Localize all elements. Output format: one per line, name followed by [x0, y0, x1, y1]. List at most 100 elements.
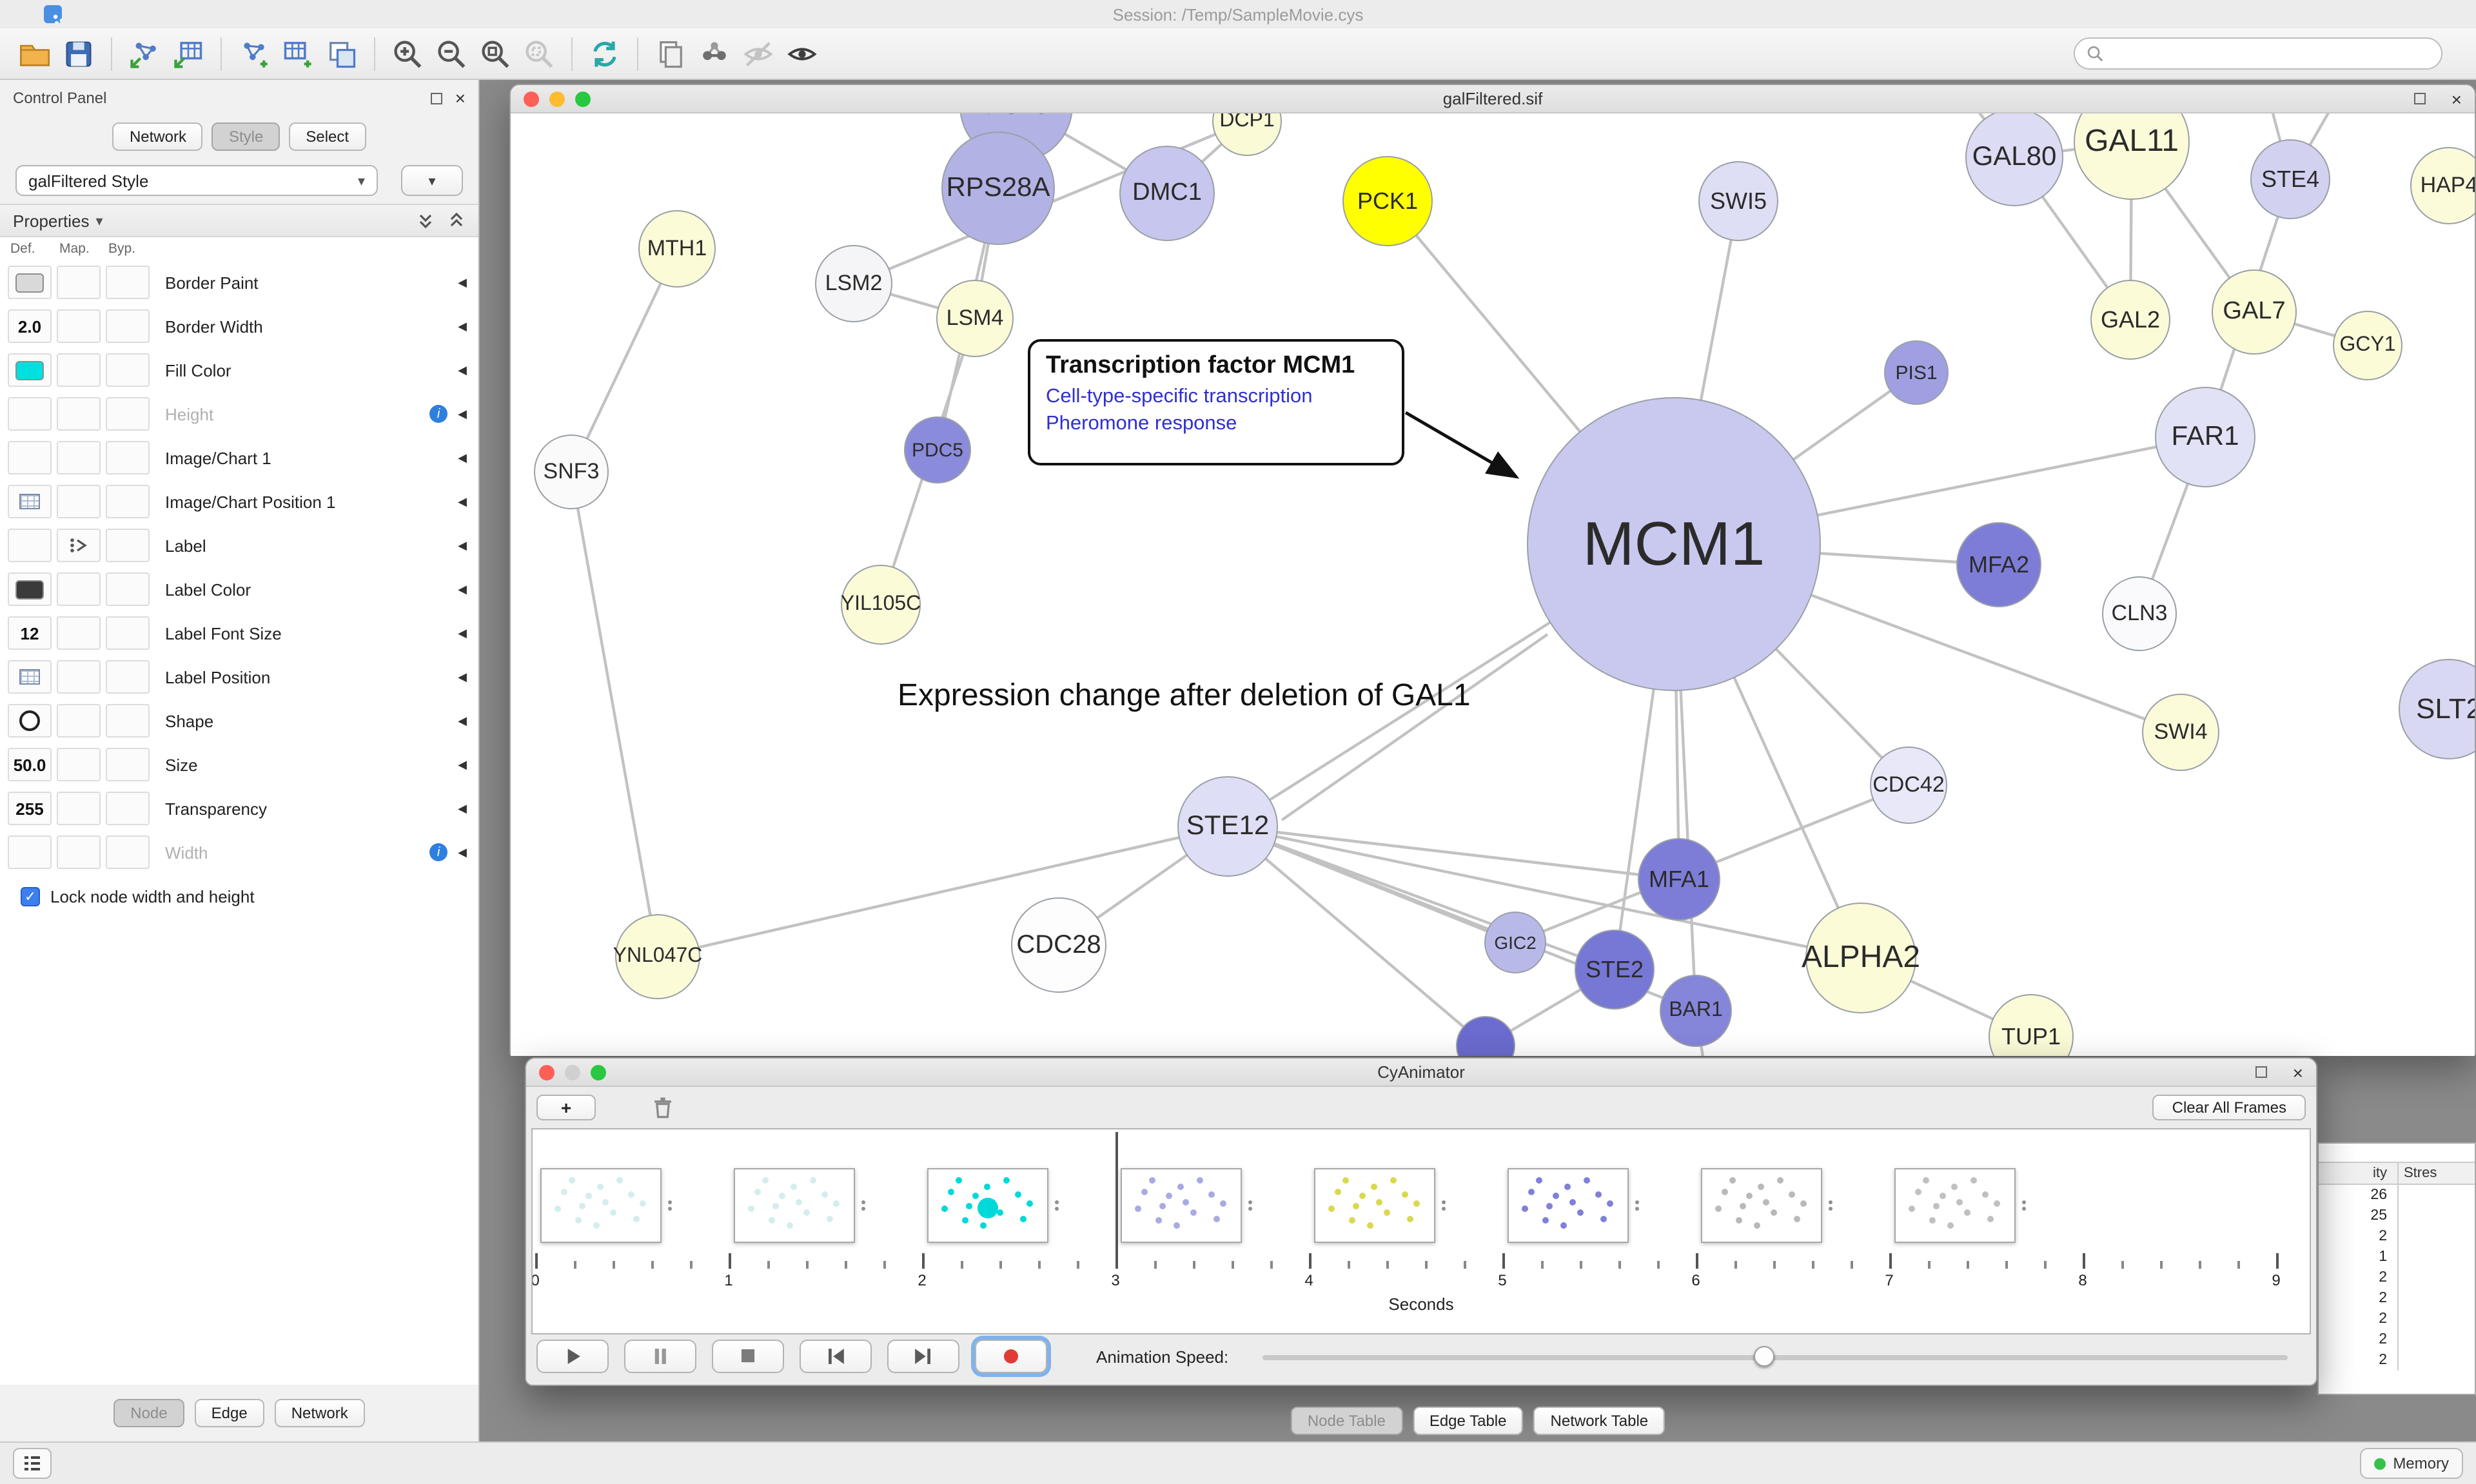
tab-edge-table[interactable]: Edge Table	[1412, 1407, 1524, 1435]
bypass-cell[interactable]	[106, 792, 150, 825]
property-row[interactable]: Label◀	[0, 523, 478, 567]
timeline-playhead[interactable]	[1115, 1132, 1117, 1264]
lock-size-checkbox[interactable]: ✓	[21, 886, 40, 906]
table-row[interactable]: 26	[2319, 1185, 2475, 1206]
zoom-fit-button[interactable]	[473, 34, 517, 73]
default-value-cell[interactable]: 255	[8, 792, 52, 825]
frame-thumbnail[interactable]	[1894, 1168, 2016, 1243]
network-edge[interactable]	[1227, 825, 1862, 960]
node-slt2[interactable]: SLT2	[2399, 659, 2475, 759]
open-session-button[interactable]	[13, 34, 57, 73]
import-table-button[interactable]	[166, 34, 210, 73]
tab-node-table[interactable]: Node Table	[1290, 1407, 1402, 1435]
float-window-icon[interactable]	[2255, 1066, 2267, 1078]
expand-row-arrow[interactable]: ◀	[458, 670, 467, 683]
expand-row-arrow[interactable]: ◀	[458, 407, 467, 420]
node-ste4[interactable]: STE4	[2250, 139, 2330, 219]
node-gal2[interactable]: GAL2	[2090, 280, 2170, 360]
bypass-cell[interactable]	[106, 529, 150, 562]
new-table-button[interactable]	[276, 34, 320, 73]
mapping-cell[interactable]	[57, 748, 101, 781]
node-mth1[interactable]: MTH1	[638, 210, 716, 288]
node-mfa1[interactable]: MFA1	[1638, 838, 1720, 921]
annotation-link-2[interactable]: Pheromone response	[1046, 412, 1237, 434]
node-far1[interactable]: FAR1	[2155, 387, 2255, 487]
play-button[interactable]	[536, 1340, 609, 1373]
close-traffic-light[interactable]	[524, 91, 539, 106]
node-cdc42[interactable]: CDC42	[1870, 747, 1947, 824]
default-value-cell[interactable]: 50.0	[8, 748, 52, 781]
network-edge[interactable]	[1227, 825, 1615, 971]
expand-row-arrow[interactable]: ◀	[458, 538, 467, 551]
clone-network-button[interactable]	[320, 34, 364, 73]
node-ynl047c[interactable]: YNL047C	[613, 914, 702, 999]
network-edge[interactable]	[1227, 825, 1680, 881]
zoom-traffic-light[interactable]	[575, 91, 591, 106]
frame-drag-handle[interactable]	[1055, 1198, 1059, 1213]
add-frame-button[interactable]: +	[536, 1095, 596, 1120]
node-mcm1[interactable]: MCM1	[1527, 397, 1821, 691]
lock-size-row[interactable]: ✓Lock node width and height	[0, 874, 478, 918]
stop-button[interactable]	[712, 1340, 784, 1373]
frame-drag-handle[interactable]	[1442, 1198, 1446, 1213]
frame-thumbnail[interactable]	[540, 1168, 662, 1243]
expand-row-arrow[interactable]: ◀	[458, 363, 467, 376]
expand-row-arrow[interactable]: ◀	[458, 319, 467, 332]
bypass-cell[interactable]	[106, 266, 150, 299]
node-mfa2[interactable]: MFA2	[1956, 522, 2041, 607]
network-edge[interactable]	[569, 471, 660, 957]
bypass-cell[interactable]	[106, 353, 150, 387]
search-input[interactable]	[2114, 44, 2431, 63]
record-button[interactable]	[975, 1340, 1047, 1373]
close-window-icon[interactable]: ×	[2451, 88, 2462, 109]
expand-row-arrow[interactable]: ◀	[458, 582, 467, 595]
pause-button[interactable]	[624, 1340, 696, 1373]
property-row[interactable]: Fill Color◀	[0, 348, 478, 392]
float-window-icon[interactable]	[2413, 93, 2426, 104]
annotation-box[interactable]: Transcription factor MCM1 Cell-type-spec…	[1028, 339, 1404, 465]
speed-slider-knob[interactable]	[1754, 1346, 1775, 1367]
node-ste12[interactable]: STE12	[1177, 776, 1278, 877]
mapping-cell[interactable]	[57, 309, 101, 343]
next-frame-button[interactable]	[887, 1340, 959, 1373]
bypass-cell[interactable]	[106, 704, 150, 737]
bypass-cell[interactable]	[106, 397, 150, 431]
mapping-cell[interactable]	[57, 704, 101, 737]
float-panel-icon[interactable]	[430, 92, 442, 104]
node-bar1[interactable]: BAR1	[1660, 975, 1732, 1047]
table-row[interactable]: 2	[2319, 1329, 2475, 1350]
property-row[interactable]: Image/Chart 1◀	[0, 436, 478, 480]
expand-row-arrow[interactable]: ◀	[458, 801, 467, 814]
mapping-cell[interactable]	[57, 529, 101, 562]
hide-selected-button[interactable]	[736, 34, 780, 73]
refresh-view-button[interactable]	[583, 34, 627, 73]
zoom-out-button[interactable]	[429, 34, 473, 73]
tab-select[interactable]: Select	[289, 122, 366, 151]
mapping-cell[interactable]	[57, 353, 101, 387]
bypass-cell[interactable]	[106, 616, 150, 650]
minimize-traffic-light[interactable]	[549, 91, 565, 106]
frame-thumbnail[interactable]	[927, 1168, 1048, 1243]
close-window-icon[interactable]: ×	[2292, 1062, 2303, 1082]
panel-menu-button[interactable]	[13, 1448, 52, 1479]
node-pis1[interactable]: PIS1	[1884, 340, 1949, 405]
frame-drag-handle[interactable]	[2022, 1198, 2026, 1213]
first-neighbors-button[interactable]	[693, 34, 736, 73]
save-session-button[interactable]	[57, 34, 101, 73]
show-all-button[interactable]	[780, 34, 824, 73]
tab-network[interactable]: Network	[112, 122, 203, 151]
frame-drag-handle[interactable]	[1248, 1198, 1252, 1213]
previous-frame-button[interactable]	[800, 1340, 872, 1373]
expand-row-arrow[interactable]: ◀	[458, 275, 467, 288]
table-row[interactable]: 2	[2319, 1309, 2475, 1329]
mapping-cell[interactable]	[57, 266, 101, 299]
frame-drag-handle[interactable]	[861, 1198, 865, 1213]
node-cdc28[interactable]: CDC28	[1011, 897, 1106, 993]
node-hap4[interactable]: HAP4	[2410, 147, 2475, 224]
mapping-cell[interactable]	[57, 485, 101, 518]
default-value-cell[interactable]	[8, 485, 52, 518]
network-edge[interactable]	[657, 825, 1228, 959]
tab-network[interactable]: Network	[274, 1399, 365, 1427]
